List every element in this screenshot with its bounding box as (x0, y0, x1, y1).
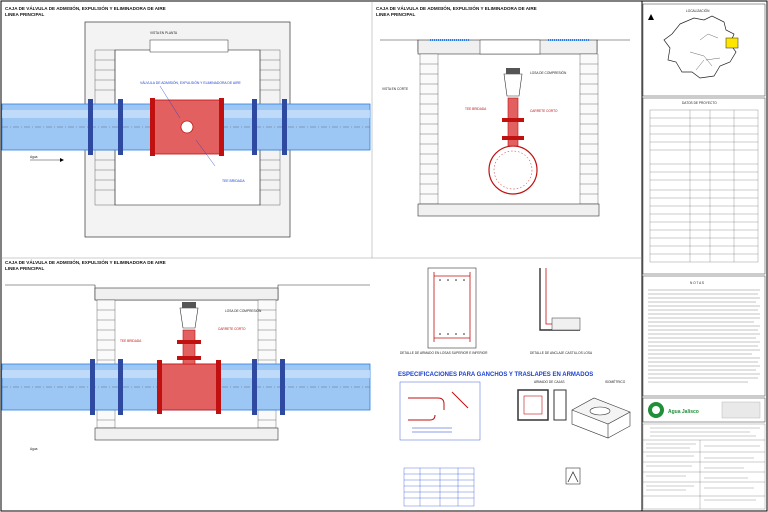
view-top-left: CAJA DE VÁLVULA DE ADMISIÓN, EXPULSIÓN Y… (1, 4, 371, 238)
label-carrete: CARRETE CORTO (218, 327, 246, 331)
label-water: Agua (30, 155, 38, 159)
pipe-flange (88, 99, 287, 155)
view-bottom-left: CAJA DE VÁLVULA DE ADMISIÓN, EXPULSIÓN Y… (1, 258, 371, 451)
details-area: DETALLE DE ARMADO EN LOSAS SUPERIOR E IN… (398, 267, 631, 507)
view-top-right: CAJA DE VÁLVULA DE ADMISIÓN, EXPULSIÓN Y… (376, 4, 630, 217)
label-losa: LOSA DE COMPRESIÓN (530, 70, 567, 75)
label-valve: VÁLVULA DE ADMISIÓN, EXPULSIÓN Y ELIMINA… (140, 80, 242, 85)
label-losa: LOSA DE COMPRESIÓN (225, 308, 262, 313)
label-corte: VISTA EN CORTE (382, 87, 408, 91)
label-tee: TEE BRIDADA (222, 179, 245, 183)
bottom-slab (417, 203, 600, 217)
label-carrete: CARRETE CORTO (530, 109, 558, 113)
view-title: CAJA DE VÁLVULA DE ADMISIÓN, EXPULSIÓN Y… (5, 258, 166, 265)
label-riser: TEE BRIDADA (120, 339, 142, 343)
notes-box (642, 275, 766, 397)
location-title: LOCALIZACIÓN (686, 8, 710, 13)
detail-losas-title: DETALLE DE ARMADO EN LOSAS SUPERIOR E IN… (400, 351, 488, 355)
view-subtitle: LINEA PRINCIPAL (5, 266, 44, 271)
ganchos-title: ESPECIFICACIONES PARA GANCHOS Y TRASLAPE… (398, 372, 593, 378)
access-opening (479, 39, 541, 55)
label-plan: VISTA EN PLANTA (150, 31, 178, 35)
project-data-table (649, 109, 759, 263)
project-data-title: DATOS DE PROYECTO (682, 101, 717, 105)
label-water: Agua (30, 447, 38, 451)
label-riser: TEE BRIDADA (465, 107, 487, 111)
detail-anclaje-title: DETALLE DE ANCLAJE CASTILLOS LOSA (530, 351, 593, 355)
air-valve (179, 307, 199, 329)
notes-title: N O T A S (690, 281, 704, 285)
view-title: CAJA DE VÁLVULA DE ADMISIÓN, EXPULSIÓN Y… (376, 4, 537, 11)
logo-text: Agua Jalisco (668, 409, 699, 415)
state-map (663, 15, 737, 79)
valve-top (180, 120, 194, 134)
map-highlight (725, 37, 739, 49)
north-arrow-icon (648, 14, 654, 20)
air-valve (503, 73, 523, 97)
tee-fitting (159, 363, 219, 411)
pipe-section (488, 145, 538, 195)
view-subtitle: LINEA PRINCIPAL (5, 12, 44, 17)
title-block (642, 423, 766, 510)
detail-losas (427, 267, 477, 349)
right-panel: LOCALIZACIÓN DATOS DE PROYECTO N O T A S… (642, 3, 766, 510)
project-data-box (642, 97, 766, 275)
ganchos-table (403, 467, 475, 507)
isometrico-title: ISOMÉTRICO (605, 379, 626, 384)
view-title: CAJA DE VÁLVULA DE ADMISIÓN, EXPULSIÓN Y… (5, 4, 166, 11)
notes-lines (648, 289, 760, 383)
ganchos-diagrams (399, 381, 481, 441)
view-subtitle: LINEA PRINCIPAL (376, 12, 415, 17)
armado-cajas-title: ARMADO DE CAJAS (534, 380, 564, 384)
armado-caja-detail (517, 389, 549, 421)
brick-wall (419, 53, 599, 205)
